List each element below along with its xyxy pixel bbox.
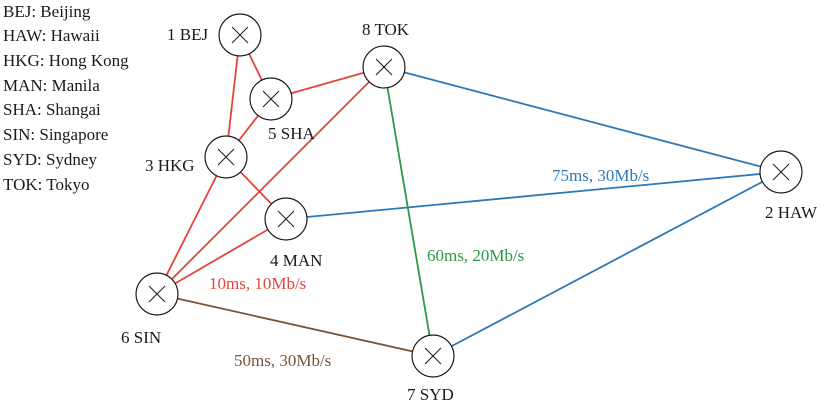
legend-entry: HKG: Hong Kong [3, 51, 129, 70]
router-bej [218, 13, 262, 57]
router-x-icon [148, 285, 166, 303]
edge-label-red: 10ms, 10Mb/s [209, 274, 306, 293]
router-haw [759, 150, 803, 194]
link-man-haw [285, 171, 782, 220]
node-label-man: 4 MAN [270, 251, 322, 270]
link-tok-haw [383, 66, 782, 173]
router-x-icon [772, 163, 790, 181]
node-label-sha: 5 SHA [268, 124, 315, 143]
router-syd [411, 334, 455, 378]
node-label-hkg: 3 HKG [145, 156, 195, 175]
edge-label-green: 60ms, 20Mb/s [427, 246, 524, 265]
router-x-icon [424, 347, 442, 365]
routers [135, 13, 803, 378]
router-tok [362, 45, 406, 89]
legend-entry: BEJ: Beijing [3, 2, 91, 21]
link-tok-syd [383, 66, 434, 357]
legend-entry: TOK: Tokyo [3, 175, 90, 194]
node-label-syd: 7 SYD [407, 385, 454, 404]
legend-entry: MAN: Manila [3, 76, 100, 95]
node-label-bej: 1 BEJ [167, 25, 208, 44]
legend-entry: SIN: Singapore [3, 125, 108, 144]
legend-entry: SHA: Shangai [3, 100, 101, 119]
node-label-sin: 6 SIN [121, 328, 161, 347]
router-hkg [204, 135, 248, 179]
router-x-icon [217, 148, 235, 166]
router-sin [135, 272, 179, 316]
node-labels: 1 BEJ 8 TOK 5 SHA 3 HKG 2 HAW 4 MAN 6 SI… [121, 20, 818, 404]
node-label-haw: 2 HAW [765, 203, 818, 222]
link-sin-tok [156, 66, 385, 295]
legend-entry: HAW: Hawaii [3, 26, 100, 45]
link-man-sin [156, 218, 287, 295]
router-x-icon [375, 58, 393, 76]
router-sha [249, 77, 293, 121]
legend: BEJ: Beijing HAW: Hawaii HKG: Hong Kong … [3, 2, 129, 194]
router-x-icon [277, 210, 295, 228]
links [156, 34, 782, 357]
node-label-tok: 8 TOK [362, 20, 410, 39]
link-hkg-sin [156, 156, 227, 295]
edge-labels: 10ms, 10Mb/s 75ms, 30Mb/s 60ms, 20Mb/s 5… [209, 166, 649, 370]
edge-label-brown: 50ms, 30Mb/s [234, 351, 331, 370]
legend-entry: SYD: Sydney [3, 150, 97, 169]
router-man [264, 197, 308, 241]
router-x-icon [231, 26, 249, 44]
edge-label-blue: 75ms, 30Mb/s [552, 166, 649, 185]
link-sin-syd [156, 293, 434, 357]
link-syd-haw [432, 171, 782, 357]
router-x-icon [262, 90, 280, 108]
